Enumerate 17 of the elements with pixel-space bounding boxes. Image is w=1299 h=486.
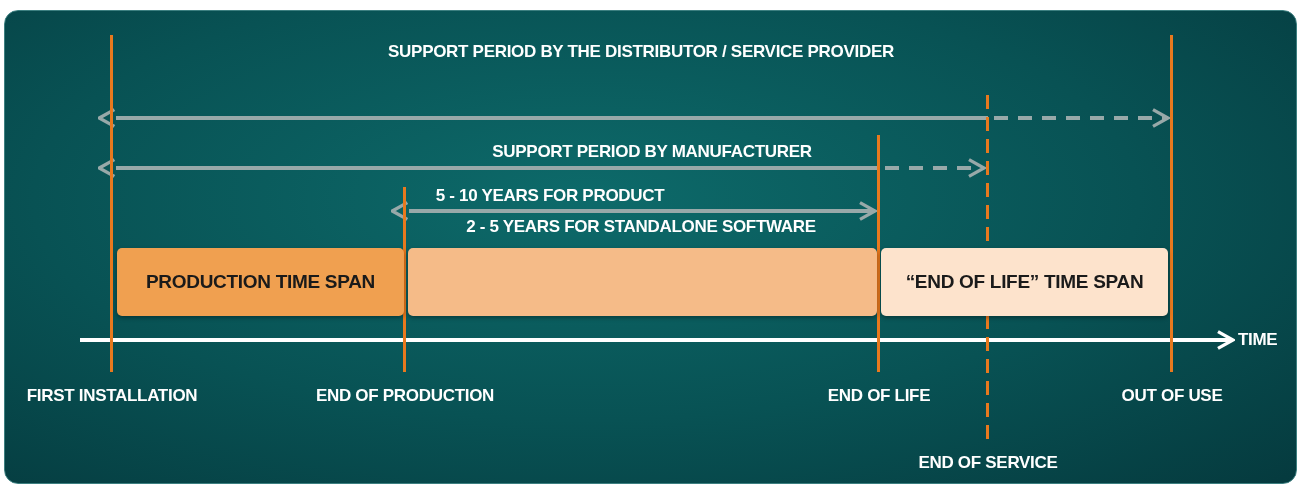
marker-label: END OF PRODUCTION <box>314 386 496 406</box>
arrow <box>97 158 986 178</box>
arrow <box>390 201 877 221</box>
edge-label: SUPPORT PERIOD BY MANUFACTURER <box>492 142 812 162</box>
arrow <box>80 330 1235 350</box>
edge-label: 5 - 10 YEARS FOR PRODUCT <box>435 186 665 206</box>
marker-label: FIRST INSTALLATION <box>25 386 199 406</box>
time-span-bar: “END OF LIFE” TIME SPAN <box>881 248 1168 316</box>
marker-label: OUT OF USE <box>1120 386 1224 406</box>
note-label: 2 - 5 YEARS FOR STANDALONE SOFTWARE <box>466 217 816 237</box>
marker-label: END OF LIFE <box>826 386 932 406</box>
arrow <box>97 108 1170 128</box>
time-span-bar: PRODUCTION TIME SPAN <box>117 248 404 316</box>
time-span-bar <box>408 248 877 316</box>
edge-label: SUPPORT PERIOD BY THE DISTRIBUTOR / SERVICE PROVIDER <box>388 42 894 62</box>
marker-label: END OF SERVICE <box>917 453 1059 473</box>
axis-label: TIME <box>1238 330 1278 350</box>
